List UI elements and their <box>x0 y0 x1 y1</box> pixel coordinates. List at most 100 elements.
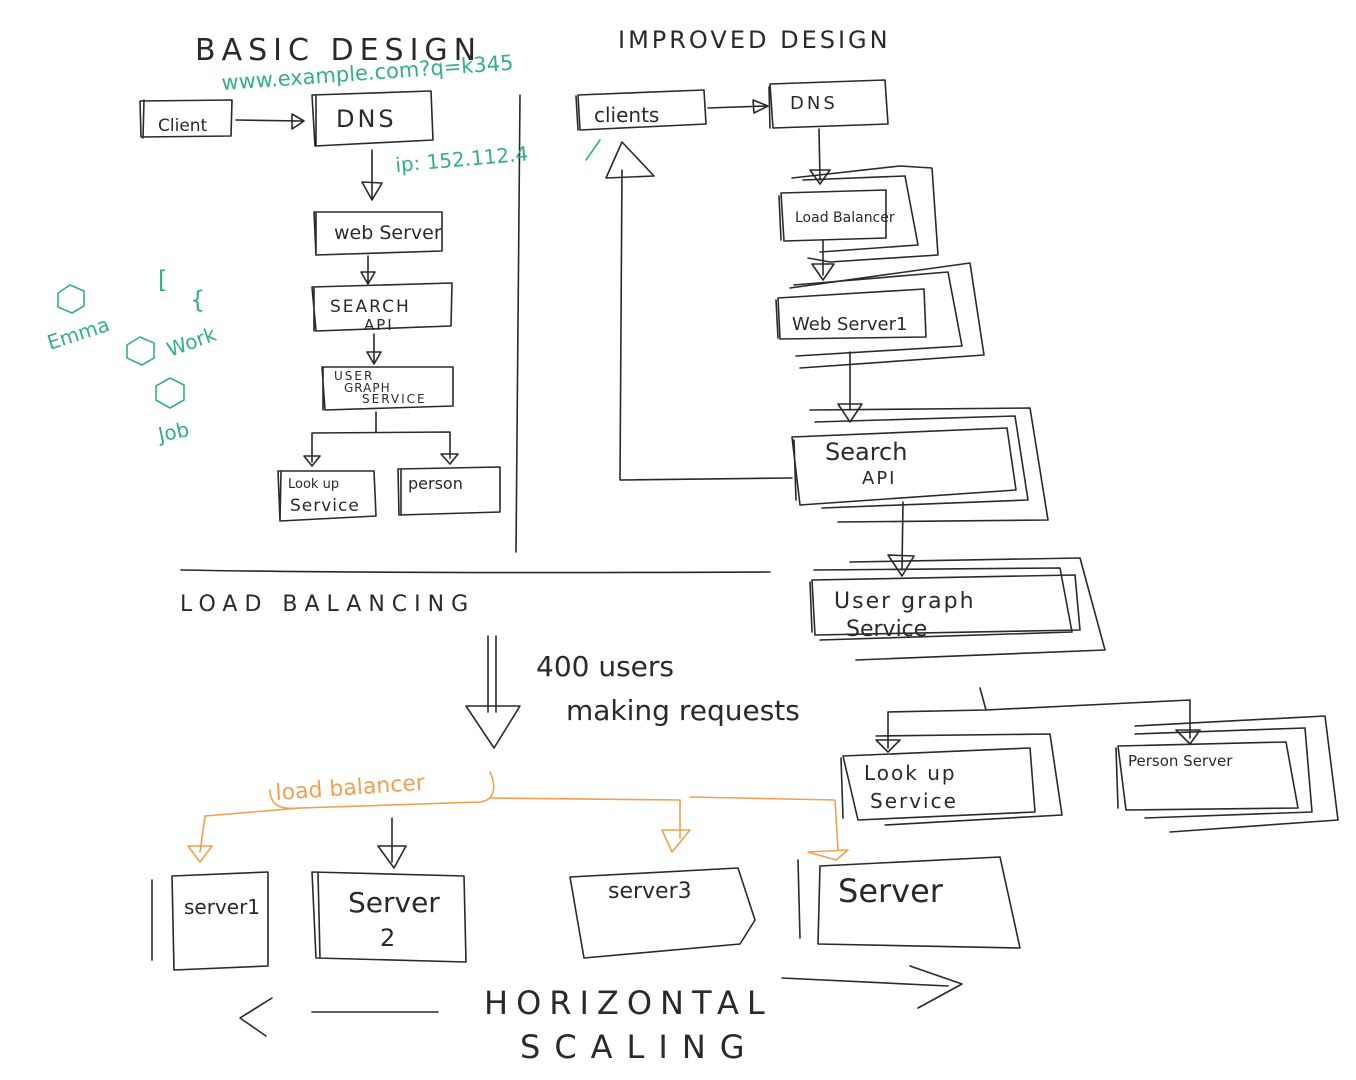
scaling-label: SCALING <box>520 1028 759 1066</box>
horizontal-label: HORIZONTAL <box>484 984 773 1022</box>
improved-lookup-label-1: Look up <box>864 761 957 785</box>
user-graph-box <box>321 366 454 411</box>
user-graph-label-3: SERVICE <box>362 392 427 406</box>
search-usergraph-arrow <box>366 333 382 365</box>
client-label: Client <box>158 116 208 136</box>
clients-dns-arrow <box>707 99 769 114</box>
lookup-back <box>875 733 1063 826</box>
load-balancer-box <box>778 189 887 242</box>
person-box <box>397 466 501 516</box>
client-box <box>139 99 233 139</box>
orange-lb-bracket <box>269 771 495 810</box>
user-graph-label-2: GRAPH <box>344 381 391 395</box>
lookup-service-box <box>277 470 377 522</box>
load-balancer-label: Load Balancer <box>795 210 895 226</box>
client-dns-arrow <box>235 113 305 130</box>
search-back <box>809 407 1049 523</box>
improved-search-label-2: API <box>862 468 896 489</box>
dns-box <box>311 90 434 147</box>
improved-design-diagram: clients DNS Load Balancer Web Server1 Se… <box>575 79 1339 833</box>
dns-label: DNS <box>336 105 397 133</box>
web-server-label: web Server <box>334 222 442 244</box>
hexagon-node-icon <box>126 336 155 366</box>
server4-box <box>797 856 1021 949</box>
clients-box <box>575 89 707 131</box>
improved-design-title: IMPROVED DESIGN <box>618 26 891 54</box>
improved-person-box <box>1115 741 1299 811</box>
improved-usergraph-label-1: User graph <box>834 589 976 614</box>
server1-label: server1 <box>184 895 260 919</box>
improved-search-label-1: Search <box>825 438 907 466</box>
usergraph-split-arrows <box>875 687 1201 753</box>
improved-dns-box <box>768 79 889 129</box>
person-label: person <box>408 474 463 493</box>
horizontal-divider <box>180 569 771 574</box>
clients-label: clients <box>594 103 659 127</box>
users-down-arrow <box>465 635 521 749</box>
green-annotations: www.example.com?q=k345 ip: 152.112.4 [ {… <box>44 51 601 447</box>
lookup-label-2: Service <box>290 496 360 516</box>
usergraph-mid <box>813 567 1073 641</box>
improved-usergraph-label-2: Service <box>846 617 927 642</box>
hexagon-node-icon <box>57 284 85 314</box>
web-server-back <box>789 262 985 369</box>
server2-label-2: 2 <box>380 924 395 952</box>
basic-design-title: BASIC DESIGN <box>195 33 482 68</box>
node-label-job: Job <box>154 417 191 447</box>
orange-branch-left <box>187 807 301 863</box>
server3-label: server3 <box>608 879 692 904</box>
green-tick <box>585 139 601 161</box>
users-label-2: making requests <box>566 694 800 727</box>
improved-dns-label: DNS <box>790 93 838 114</box>
user-graph-label-1: USER <box>334 369 374 383</box>
improved-lookup-box <box>840 747 1036 821</box>
load-balancer-mid <box>802 175 919 253</box>
bracket-note-1: [ <box>158 266 167 294</box>
improved-lookup-label-2: Service <box>870 789 958 813</box>
improved-usergraph-box <box>809 574 1081 636</box>
web-server-mid <box>793 271 963 357</box>
search-mid <box>814 415 1029 509</box>
server2-arrow <box>377 817 407 869</box>
scaling-right-arrow <box>781 965 963 1009</box>
improved-web-server-box <box>775 288 927 340</box>
server2-box <box>311 871 467 963</box>
load-balancing-diagram: 400 users making requests load balancer … <box>151 635 1021 1066</box>
search-api-box <box>311 282 453 332</box>
improved-person-label: Person Server <box>1128 752 1233 770</box>
search-api-label-2: API <box>364 316 394 334</box>
orange-branch-right <box>489 796 849 861</box>
server4-label: Server <box>838 872 944 910</box>
lookup-label-1: Look up <box>288 477 339 492</box>
load-balancer-back <box>791 165 939 263</box>
web-search-arrow-2 <box>837 351 863 423</box>
server2-label-1: Server <box>348 886 440 919</box>
server3-box <box>569 867 756 959</box>
improved-search-box <box>791 427 1017 506</box>
web-server-box <box>313 211 443 256</box>
load-balancing-title: LOAD BALANCING <box>180 592 475 617</box>
search-usergraph-arrow-2 <box>887 501 915 577</box>
dns-lb-arrow <box>809 128 831 185</box>
scaling-left-arrow <box>239 997 439 1037</box>
person-mid <box>1134 727 1313 819</box>
web-search-arrow <box>360 255 376 285</box>
node-label-emma: Emma <box>44 312 112 355</box>
dns-web-arrow <box>361 149 383 201</box>
basic-design-diagram: Client DNS web Server SEARCH API USER GR… <box>139 90 501 522</box>
server1-box <box>151 871 269 971</box>
vertical-divider <box>515 94 521 553</box>
improved-web-server-label: Web Server1 <box>792 314 907 335</box>
usergraph-back <box>849 557 1106 661</box>
hexagon-node-icon <box>155 377 185 409</box>
orange-lb-label: load balancer <box>275 771 427 806</box>
lb-web-arrow <box>811 239 835 281</box>
search-api-label-1: SEARCH <box>330 297 411 317</box>
bracket-note-2: { <box>190 286 205 314</box>
node-label-work: Work <box>164 322 220 362</box>
search-clients-return-arrow <box>605 141 793 481</box>
users-label-1: 400 users <box>536 650 674 683</box>
ip-note: ip: 152.112.4 <box>394 141 529 177</box>
user-graph-split-arrows <box>303 411 459 467</box>
